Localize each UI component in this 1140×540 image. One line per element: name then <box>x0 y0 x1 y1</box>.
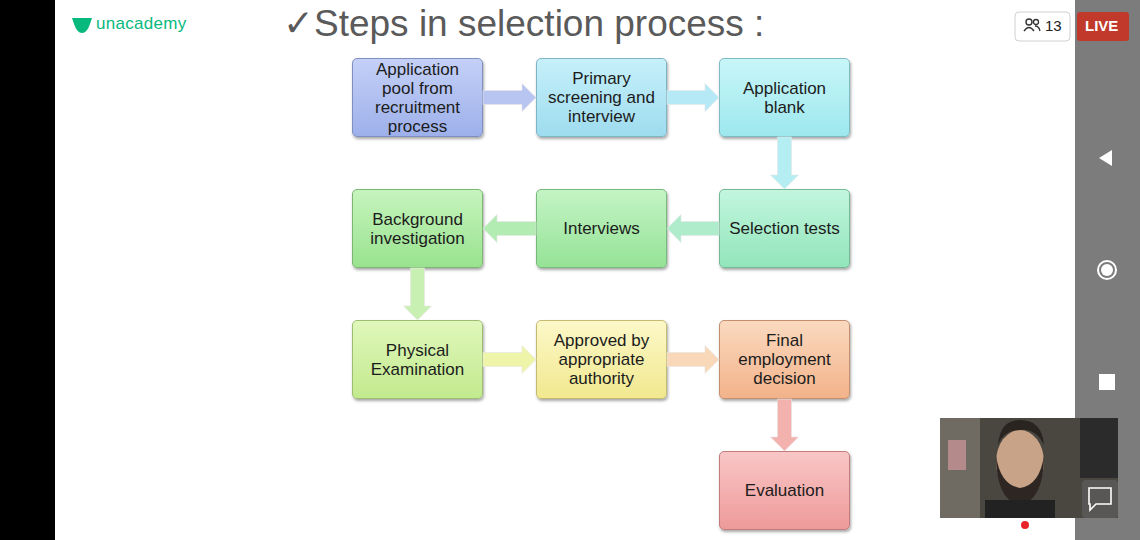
chat-button <box>1082 480 1118 518</box>
viewer-count: 13 <box>1045 17 1062 34</box>
block-arrow <box>667 215 719 243</box>
step-label: Application blank <box>728 79 841 117</box>
presenter-hair <box>998 420 1044 445</box>
step-label: Final employment decision <box>728 331 841 388</box>
block-arrow <box>771 399 799 451</box>
step-label: Background investigation <box>361 210 474 248</box>
left-black-bar <box>0 0 55 540</box>
logo-mark <box>72 18 92 33</box>
step-label: Primary screening and interview <box>545 69 658 126</box>
step-label: Evaluation <box>745 481 824 500</box>
home-icon <box>1098 261 1116 279</box>
live-badge <box>1077 12 1129 41</box>
slide-title: ✓Steps in selection process : <box>283 1 863 47</box>
step-label: Approved by appropriate authority <box>545 331 658 388</box>
block-arrow <box>667 346 719 374</box>
block-arrow <box>483 215 536 243</box>
step-label: Application pool from recruitment proces… <box>361 60 474 136</box>
live-indicator: LIVE <box>1085 17 1118 34</box>
webcam-feed <box>940 418 1118 518</box>
viewer-badge <box>1015 12 1070 41</box>
viewer-icon <box>1035 26 1040 31</box>
process-box: Background investigation <box>352 189 483 268</box>
brand-logo-text: unacademy <box>96 14 187 34</box>
block-arrow <box>483 84 536 112</box>
record-dot <box>1021 521 1029 529</box>
block-arrow <box>483 346 536 374</box>
home-icon-dot <box>1101 264 1113 276</box>
process-box: Primary screening and interview <box>536 58 667 137</box>
viewer-icon <box>1026 19 1032 25</box>
webcam-background <box>1080 418 1118 478</box>
process-box: Final employment decision <box>719 320 850 399</box>
step-label: Interviews <box>563 219 640 238</box>
webcam-poster <box>948 440 966 470</box>
process-box: Approved by appropriate authority <box>536 320 667 399</box>
process-box: Application blank <box>719 58 850 137</box>
viewer-icon <box>1024 28 1034 32</box>
recent-icon <box>1099 374 1115 390</box>
process-box: Selection tests <box>719 189 850 268</box>
process-box: Interviews <box>536 189 667 268</box>
block-arrow <box>771 137 799 189</box>
process-box: Physical Examination <box>352 320 483 399</box>
presenter-shirt <box>985 500 1055 518</box>
process-box: Application pool from recruitment proces… <box>352 58 483 137</box>
viewer-icon <box>1034 20 1039 25</box>
nav-bar <box>1075 0 1140 540</box>
presenter-beard <box>996 455 1044 505</box>
block-arrow <box>404 268 432 320</box>
step-label: Physical Examination <box>361 341 474 379</box>
process-box: Evaluation <box>719 451 850 530</box>
step-label: Selection tests <box>729 219 840 238</box>
webcam-background <box>940 418 980 518</box>
back-icon <box>1099 150 1112 166</box>
slide-background <box>55 0 1075 540</box>
chat-icon <box>1089 488 1111 510</box>
block-arrow <box>667 84 719 112</box>
